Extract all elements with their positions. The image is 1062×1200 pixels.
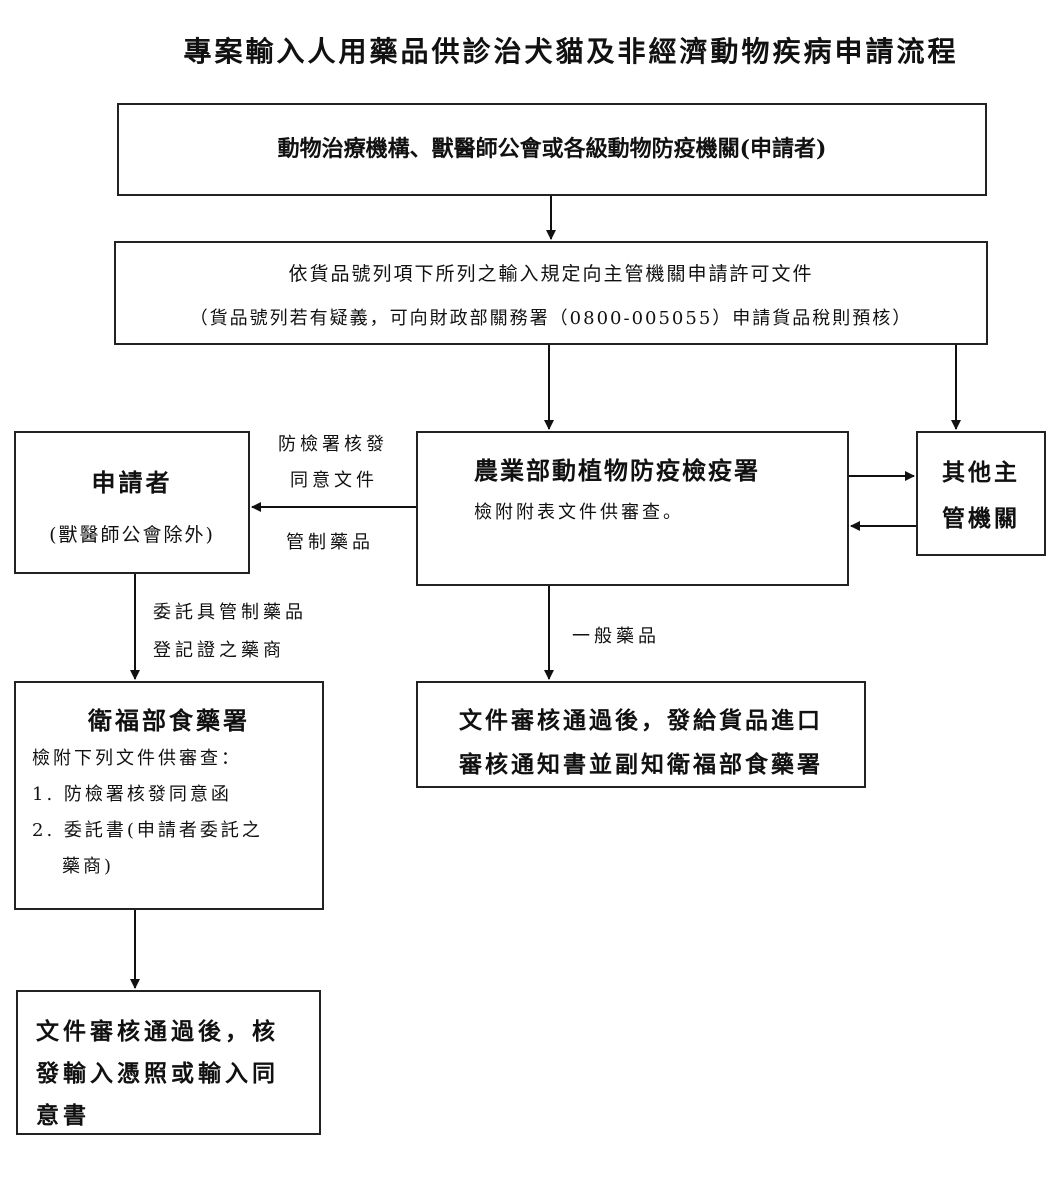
node-applicant-title: 申請者 bbox=[91, 468, 173, 497]
node-other-authority-line1: 其他主 bbox=[942, 459, 1020, 486]
node-other-authority-line2: 管機關 bbox=[942, 505, 1020, 532]
node-fda-item: 1. 防檢署核發同意函 bbox=[32, 784, 232, 805]
node-aphia-title: 農業部動植物防疫檢疫署 bbox=[474, 456, 760, 485]
node-controlled-result: 文件審核通過後，核 發輸入憑照或輸入同 意書 bbox=[16, 990, 321, 1135]
node-applicant-note: (獸醫師公會除外) bbox=[49, 524, 215, 546]
node-general-result: 文件審核通過後，發給貨品進口 審核通知書並副知衛福部食藥署 bbox=[416, 681, 866, 788]
node-apply-permit-line2: （貨品號列若有疑義，可向財政部關務署（0800-005055）申請貨品稅則預核） bbox=[189, 308, 913, 329]
edge-label-entrust-line2: 登記證之藥商 bbox=[153, 640, 285, 661]
node-applicant-org: 動物治療機構、獸醫師公會或各級動物防疫機關(申請者) bbox=[117, 103, 987, 196]
node-apply-permit-line1: 依貨品號列項下所列之輸入規定向主管機關申請許可文件 bbox=[288, 263, 814, 285]
node-controlled-result-line1: 文件審核通過後，核 bbox=[36, 1018, 279, 1045]
edge-label-controlled-drug: 管制藥品 bbox=[286, 532, 374, 553]
node-fda-title: 衛福部食藥署 bbox=[88, 706, 250, 735]
node-aphia-note: 檢附附表文件供審查。 bbox=[474, 502, 684, 523]
node-controlled-result-line3: 意書 bbox=[36, 1102, 90, 1129]
node-aphia: 農業部動植物防疫檢疫署 檢附附表文件供審查。 bbox=[416, 431, 849, 586]
node-fda-item: 藥商) bbox=[62, 856, 115, 877]
node-other-authority: 其他主 管機關 bbox=[916, 431, 1046, 556]
node-fda: 衛福部食藥署 檢附下列文件供審查： 1. 防檢署核發同意函 2. 委託書(申請者… bbox=[14, 681, 324, 910]
node-general-result-line2: 審核通知書並副知衛福部食藥署 bbox=[459, 751, 823, 778]
node-fda-intro: 檢附下列文件供審查： bbox=[32, 748, 242, 769]
node-apply-permit: 依貨品號列項下所列之輸入規定向主管機關申請許可文件 （貨品號列若有疑義，可向財政… bbox=[114, 241, 988, 345]
edge-label-approval-line2: 同意文件 bbox=[290, 470, 378, 491]
page-title: 專案輸入人用藥品供診治犬貓及非經濟動物疾病申請流程 bbox=[183, 35, 959, 68]
node-applicant: 申請者 (獸醫師公會除外) bbox=[14, 431, 250, 574]
edge-label-entrust-line1: 委託具管制藥品 bbox=[153, 602, 307, 623]
node-general-result-line1: 文件審核通過後，發給貨品進口 bbox=[459, 707, 823, 734]
node-controlled-result-line2: 發輸入憑照或輸入同 bbox=[36, 1060, 279, 1087]
node-fda-item: 2. 委託書(申請者委託之 bbox=[32, 820, 263, 841]
edge-label-approval-line1: 防檢署核發 bbox=[278, 434, 388, 455]
edge-label-general-drug: 一般藥品 bbox=[572, 626, 660, 647]
node-applicant-org-text: 動物治療機構、獸醫師公會或各級動物防疫機關(申請者) bbox=[277, 136, 827, 162]
